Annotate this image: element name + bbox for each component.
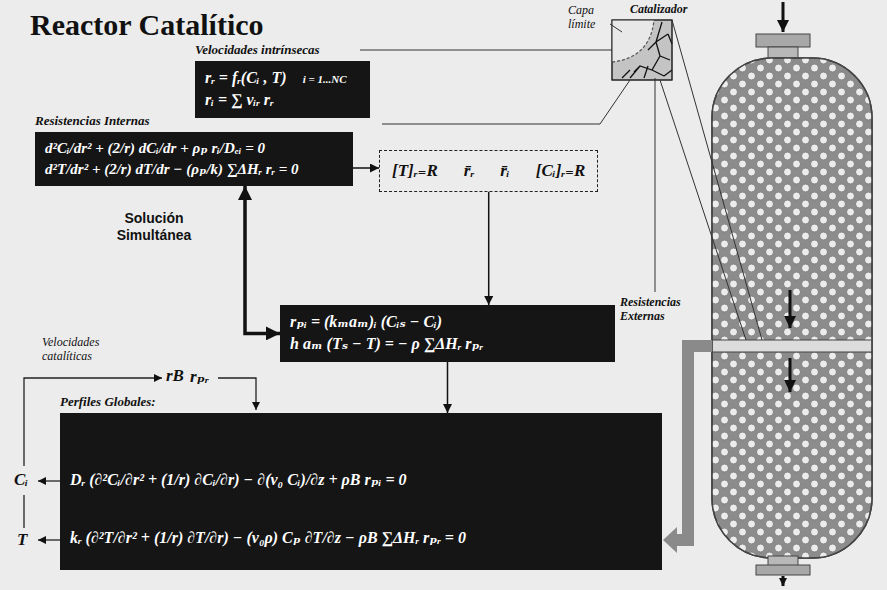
slice-arrow-head — [663, 527, 677, 553]
equation-row: [T]ᵣ₌R r̄ᵣ r̄ᵢ [Cᵢ]ᵣ₌R — [392, 159, 585, 183]
equation-row: d²T/dr² + (2/r) dT/dr − (ρₚ/k) ∑ΔHᵣ rᵣ =… — [45, 159, 343, 180]
symbol-label: Cᵢ — [14, 470, 28, 490]
box-heading: Velocidades intrínsecas — [195, 42, 370, 58]
feedback-line — [23, 495, 24, 528]
boundary-layer-edge — [612, 20, 654, 62]
leader-lines — [360, 20, 762, 340]
equation-row: d²Cᵢ/dr² + (2/r) dCᵢ/dr + ρₚ rᵢ/Dₑᵢ = 0 — [45, 138, 343, 159]
process-label: Solución Simultánea — [98, 210, 210, 244]
catalyst-zoom — [612, 20, 672, 80]
catalyst-outline — [612, 20, 672, 80]
equation-row: rₚᵢ = (kₘaₘ)ᵢ (Cᵢₛ − Cᵢ) — [290, 311, 605, 333]
callout-label: Catalizador — [630, 3, 687, 17]
leader-line — [655, 78, 656, 292]
connector-arrow — [488, 192, 490, 305]
flow-arrow — [789, 358, 792, 392]
equation-text: rᵣ = fᵣ(Cᵢ , T) — [205, 69, 287, 86]
flow-arrow — [789, 290, 792, 328]
equation-text: r̄ᵣ — [464, 161, 474, 180]
slice-arrow — [676, 346, 712, 540]
callout-label: Resistencias Externas — [620, 296, 704, 324]
vessel-outline — [712, 58, 872, 558]
vessel-shell — [712, 58, 872, 558]
catalyst-square — [612, 20, 672, 80]
diagram-title: Reactor Catalítico — [30, 8, 264, 42]
symbol-label: rB — [166, 366, 184, 386]
equation-row: h aₘ (Tₛ − T) = − ρ ∑ΔHᵣ rₚᵣ — [290, 333, 605, 355]
box-body: rᵣ = fᵣ(Cᵢ , T) i = 1...NC rᵢ = ∑ νᵢᵣ rᵣ — [195, 61, 370, 118]
leader-line — [360, 50, 612, 51]
box-body: [T]ᵣ₌R r̄ᵣ r̄ᵢ [Cᵢ]ᵣ₌R — [379, 150, 598, 192]
equation-box: Resistencias Internas d²Cᵢ/dr² + (2/r) dC… — [35, 113, 353, 186]
section-label: Velocidades catalíticas — [42, 336, 138, 364]
symbol-label: rₚᵣ — [190, 366, 209, 387]
box-heading: Perfiles Globales: — [60, 394, 662, 410]
output-arrow — [38, 480, 60, 481]
box-body: d²Cᵢ/dr² + (2/r) dCᵢ/dr + ρₚ rᵢ/Dₑᵢ = 0 d… — [35, 132, 353, 186]
equation-row: rᵣ = fᵣ(Cᵢ , T) i = 1...NC — [205, 67, 360, 89]
inlet-arrow — [782, 2, 785, 32]
top-flange — [756, 34, 810, 47]
box-body: Dᵣ (∂²Cᵢ/∂r² + (1/r) ∂Cᵢ/∂r) − ∂(v₀ Cᵢ)/… — [60, 413, 662, 570]
global-profiles-box: Perfiles Globales: Dᵣ (∂²Cᵢ/∂r² + (1/r) ∂… — [60, 394, 662, 570]
equation-row: Dᵣ (∂²Cᵢ/∂r² + (1/r) ∂Cᵢ/∂r) − ∂(v₀ Cᵢ)/… — [70, 469, 652, 491]
equation-text: [Cᵢ]ᵣ₌R — [536, 161, 586, 180]
equation-row: kᵣ (∂²T/∂r² + (1/r) ∂T/∂r) − (v₀ρ) Cₚ ∂T… — [70, 527, 652, 549]
packing-spheres — [712, 58, 872, 558]
output-arrow — [38, 539, 60, 540]
symbol-label: T — [17, 530, 27, 550]
equation-text: r̄ᵢ — [500, 161, 510, 180]
leader-line — [382, 80, 630, 124]
outlet-arrow — [782, 576, 785, 586]
external-resistance-box: rₚᵢ = (kₘaₘ)ᵢ (Cᵢₛ − Cᵢ) h aₘ (Tₛ − T) = … — [280, 305, 615, 362]
equation-text: h aₘ (Tₛ − T) = − ρ ∑ΔHᵣ rₚᵣ — [290, 335, 483, 352]
equation-text: d²T/dr² + (2/r) dT/dr − (ρₚ/k) ∑ΔHᵣ rᵣ =… — [45, 161, 298, 177]
callout-label: Capa límite — [568, 4, 610, 32]
equation-text: rᵢ = ∑ νᵢᵣ rᵣ — [205, 91, 274, 108]
reactor-slice — [712, 340, 872, 352]
connector-arrow — [353, 167, 379, 169]
rate-box: Velocidades intrínsecas rᵣ = fᵣ(Cᵢ , T) i … — [195, 42, 370, 118]
rate-line — [218, 378, 256, 410]
zoom-line — [672, 20, 762, 340]
equation-text: Dᵣ (∂²Cᵢ/∂r² + (1/r) ∂Cᵢ/∂r) − ∂(v₀ Cᵢ)/… — [70, 471, 407, 488]
equation-text: kᵣ (∂²T/∂r² + (1/r) ∂T/∂r) − (v₀ρ) Cₚ ∂T… — [70, 529, 466, 546]
bottom-flange — [756, 565, 810, 575]
boundary-values-box: [T]ᵣ₌R r̄ᵣ r̄ᵢ [Cᵢ]ᵣ₌R — [379, 150, 598, 192]
reactor-vessel — [712, 2, 872, 586]
box-heading: Resistencias Internas — [35, 113, 353, 129]
equation-text: i = 1...NC — [303, 73, 347, 85]
pore-network — [622, 22, 672, 78]
connector-arrow — [447, 362, 449, 413]
equation-text: d²Cᵢ/dr² + (2/r) dCᵢ/dr + ρₚ rᵢ/Dₑᵢ = 0 — [45, 140, 265, 156]
equation-text: rₚᵢ = (kₘaₘ)ᵢ (Cᵢₛ − Cᵢ) — [290, 313, 442, 330]
equation-text: [T]ᵣ₌R — [392, 161, 438, 180]
boundary-layer — [612, 20, 654, 62]
equation-row: rᵢ = ∑ νᵢᵣ rᵣ — [205, 89, 360, 111]
leader-line — [610, 24, 622, 32]
connector-arrow — [245, 186, 280, 333]
box-body: rₚᵢ = (kₘaₘ)ᵢ (Cᵢₛ − Cᵢ) h aₘ (Tₛ − T) = … — [280, 305, 615, 362]
